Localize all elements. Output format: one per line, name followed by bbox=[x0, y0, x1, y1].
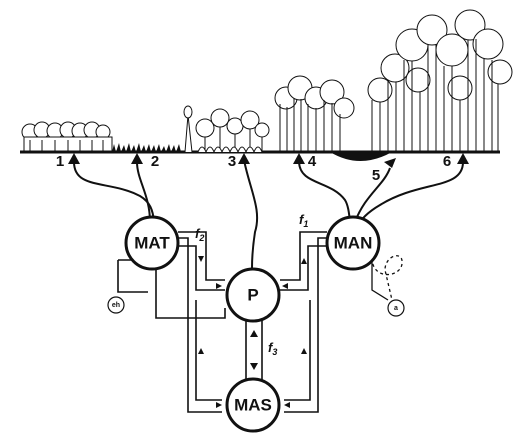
arrow-to-stage-4 bbox=[293, 153, 305, 164]
stage-label-4: 4 bbox=[308, 153, 317, 170]
stage-label-5: 5 bbox=[372, 167, 380, 184]
stage-label-3: 3 bbox=[228, 153, 236, 170]
ground-arrowheads bbox=[68, 153, 469, 168]
flow-pipes bbox=[117, 231, 327, 413]
stage-label-2: 2 bbox=[151, 153, 159, 170]
node-p: P bbox=[225, 267, 281, 323]
node-mat: MAT bbox=[124, 215, 180, 271]
flow-label-f2: f2 bbox=[195, 226, 204, 243]
node-p-label: P bbox=[247, 285, 258, 304]
small-circle-left: eh bbox=[107, 296, 125, 314]
pond-depression bbox=[330, 152, 392, 161]
small-circle-right-label: a bbox=[394, 305, 398, 312]
stage-labels: 1 2 3 4 5 6 bbox=[56, 153, 451, 184]
trees-stage-4 bbox=[274, 75, 355, 152]
stage-label-1: 1 bbox=[56, 153, 64, 170]
flow-label-f1: f1 bbox=[299, 212, 308, 229]
small-circle-left-label: eh bbox=[112, 302, 120, 309]
small-circle-right: a bbox=[387, 299, 405, 317]
arrow-to-stage-2 bbox=[131, 153, 143, 164]
arrow-to-stage-5 bbox=[384, 158, 396, 168]
arrow-to-stage-1 bbox=[68, 153, 80, 164]
arrow-to-stage-3 bbox=[238, 153, 250, 164]
man-feedback-line bbox=[371, 262, 389, 301]
shrubs-stage-1 bbox=[21, 121, 113, 152]
stage-label-6: 6 bbox=[443, 153, 451, 170]
arrow-to-stage-6 bbox=[457, 153, 469, 164]
man-dashed-loop bbox=[371, 255, 403, 301]
vegetation-illustration bbox=[21, 9, 513, 154]
flow-label-f3: f3 bbox=[268, 340, 277, 357]
node-mas: MAS bbox=[225, 377, 281, 433]
grass-stage-2 bbox=[112, 143, 181, 152]
pipe-arrows bbox=[198, 256, 307, 408]
node-mat-label: MAT bbox=[134, 233, 170, 252]
trees-stage-5-6 bbox=[367, 9, 513, 152]
node-mas-label: MAS bbox=[234, 395, 272, 414]
node-man-label: MAN bbox=[334, 233, 373, 252]
node-man: MAN bbox=[325, 215, 381, 271]
shrubs-stage-3 bbox=[183, 105, 270, 154]
